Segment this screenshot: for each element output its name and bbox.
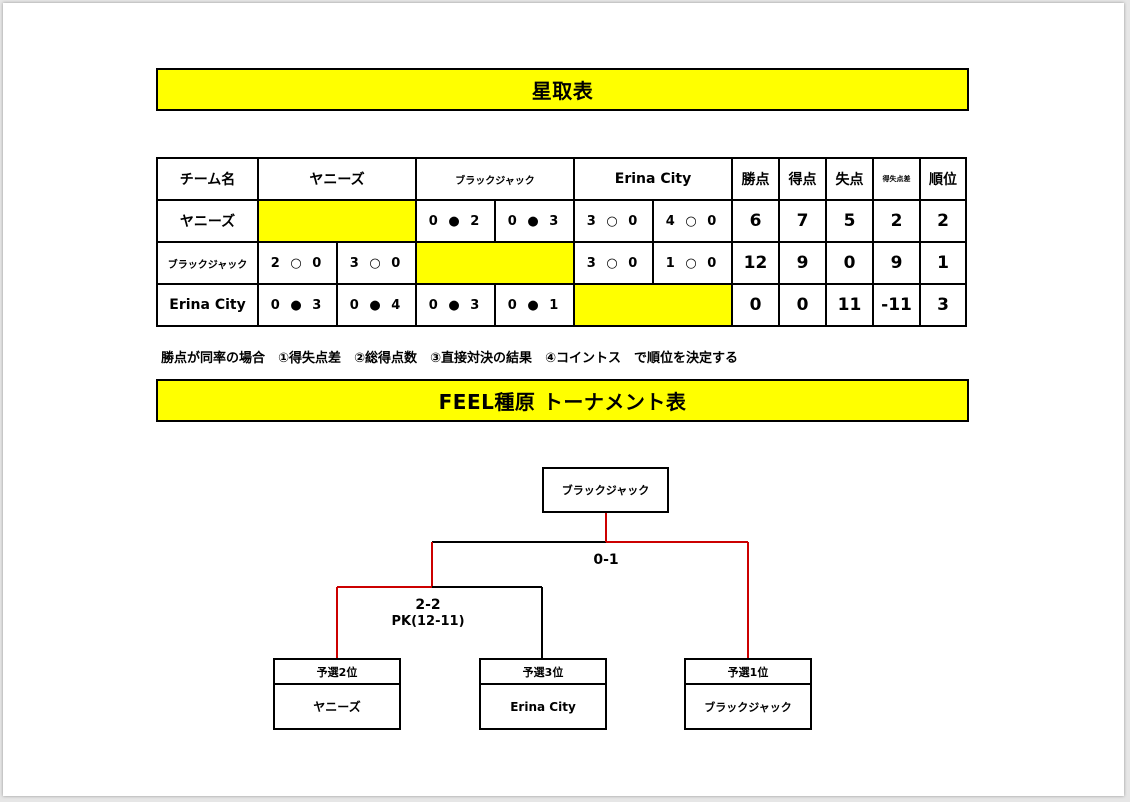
points-cell: 12 [731,241,780,285]
row-team: ブラックジャック [156,241,259,285]
self-match-cell [573,283,733,327]
self-match-cell [415,241,575,285]
result-cell: 0 ● 1 [494,283,575,327]
entrant-seed: 予選3位 [481,660,605,685]
row-team: Erina City [156,283,259,327]
goals-for-cell: 0 [778,283,827,327]
table-row: ブラックジャック 2 ○ 0 3 ○ 0 3 ○ 0 1 ○ 0 12 9 0 … [156,241,967,285]
semi-score: 2-2 [415,597,441,613]
result-cell: 0 ● 3 [415,283,496,327]
header-team: チーム名 [156,157,259,201]
header-opponent: ブラックジャック [415,157,575,201]
tiebreak-note: 勝点が同率の場合 ①得失点差 ②総得点数 ③直接対決の結果 ④コイントス で順位… [161,351,739,366]
table-row: ヤニーズ 0 ● 2 0 ● 3 3 ○ 0 4 ○ 0 6 7 5 2 2 [156,199,967,243]
header-opponent: ヤニーズ [257,157,417,201]
table-header-row: チーム名 ヤニーズ ブラックジャック Erina City 勝点 得点 失点 得… [156,157,967,201]
entrant-box: 予選1位 ブラックジャック [684,658,812,730]
rank-cell: 2 [919,199,967,243]
goal-diff-cell: 9 [872,241,921,285]
goals-against-cell: 0 [825,241,874,285]
entrant-box: 予選2位 ヤニーズ [273,658,401,730]
points-cell: 6 [731,199,780,243]
entrant-box: 予選3位 Erina City [479,658,607,730]
goals-for-cell: 9 [778,241,827,285]
result-cell: 3 ○ 0 [573,199,654,243]
goals-against-cell: 5 [825,199,874,243]
semi-pk-score: PK(12-11) [391,614,465,629]
rank-cell: 3 [919,283,967,327]
header-opponent: Erina City [573,157,733,201]
champion-name: ブラックジャック [561,484,650,497]
entrant-seed: 予選1位 [686,660,810,685]
goals-for-cell: 7 [778,199,827,243]
final-score: 0-1 [593,552,619,568]
header-points: 勝点 [731,157,780,201]
header-rank: 順位 [919,157,967,201]
goals-against-cell: 11 [825,283,874,327]
result-cell: 3 ○ 0 [573,241,654,285]
champion-box: ブラックジャック [542,467,669,513]
result-cell: 0 ● 3 [494,199,575,243]
result-cell: 2 ○ 0 [257,241,338,285]
standings-table: チーム名 ヤニーズ ブラックジャック Erina City 勝点 得点 失点 得… [156,157,967,327]
points-cell: 0 [731,283,780,327]
goal-diff-cell: 2 [872,199,921,243]
tournament-title: FEEL種原 トーナメント表 [156,379,969,422]
result-cell: 0 ● 3 [257,283,338,327]
entrant-team: Erina City [510,699,576,714]
self-match-cell [257,199,417,243]
header-goals-for: 得点 [778,157,827,201]
standings-title: 星取表 [156,68,969,111]
result-cell: 0 ● 2 [415,199,496,243]
header-goals-against: 失点 [825,157,874,201]
result-cell: 0 ● 4 [336,283,417,327]
header-goal-diff: 得失点差 [872,157,921,201]
result-cell: 4 ○ 0 [652,199,733,243]
rank-cell: 1 [919,241,967,285]
entrant-seed: 予選2位 [275,660,399,685]
result-cell: 1 ○ 0 [652,241,733,285]
row-team: ヤニーズ [156,199,259,243]
entrant-team: ブラックジャック [704,700,792,714]
result-cell: 3 ○ 0 [336,241,417,285]
table-row: Erina City 0 ● 3 0 ● 4 0 ● 3 0 ● 1 0 0 1… [156,283,967,327]
goal-diff-cell: -11 [872,283,921,327]
entrant-team: ヤニーズ [313,700,361,714]
